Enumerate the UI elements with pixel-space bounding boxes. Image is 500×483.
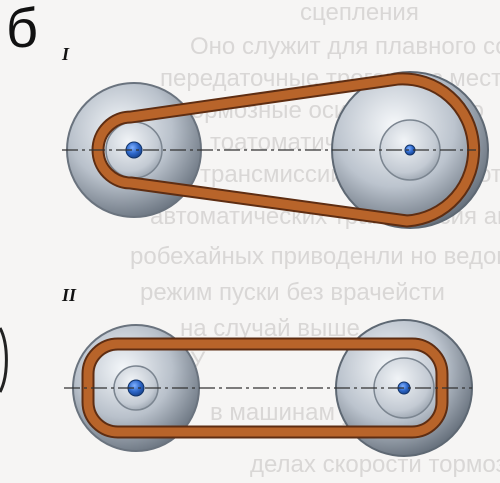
variant-2-drive (64, 319, 473, 457)
variant-1-belt-body (93, 74, 479, 226)
variant-label-2: II (62, 285, 77, 305)
bg-text-line: сцепления (300, 0, 419, 26)
cropped-edge-arc (0, 327, 8, 393)
bg-text-line: робехайных приводенли но ведомом ше (130, 243, 500, 270)
bg-text-line: режим пуски без врачейсти (140, 279, 445, 306)
bg-text-line: Оно служит для плавного соедине (190, 33, 500, 60)
variant-1-drive (62, 71, 489, 229)
figure-letter: б (6, 0, 39, 59)
variant-label-1: I (62, 44, 70, 64)
